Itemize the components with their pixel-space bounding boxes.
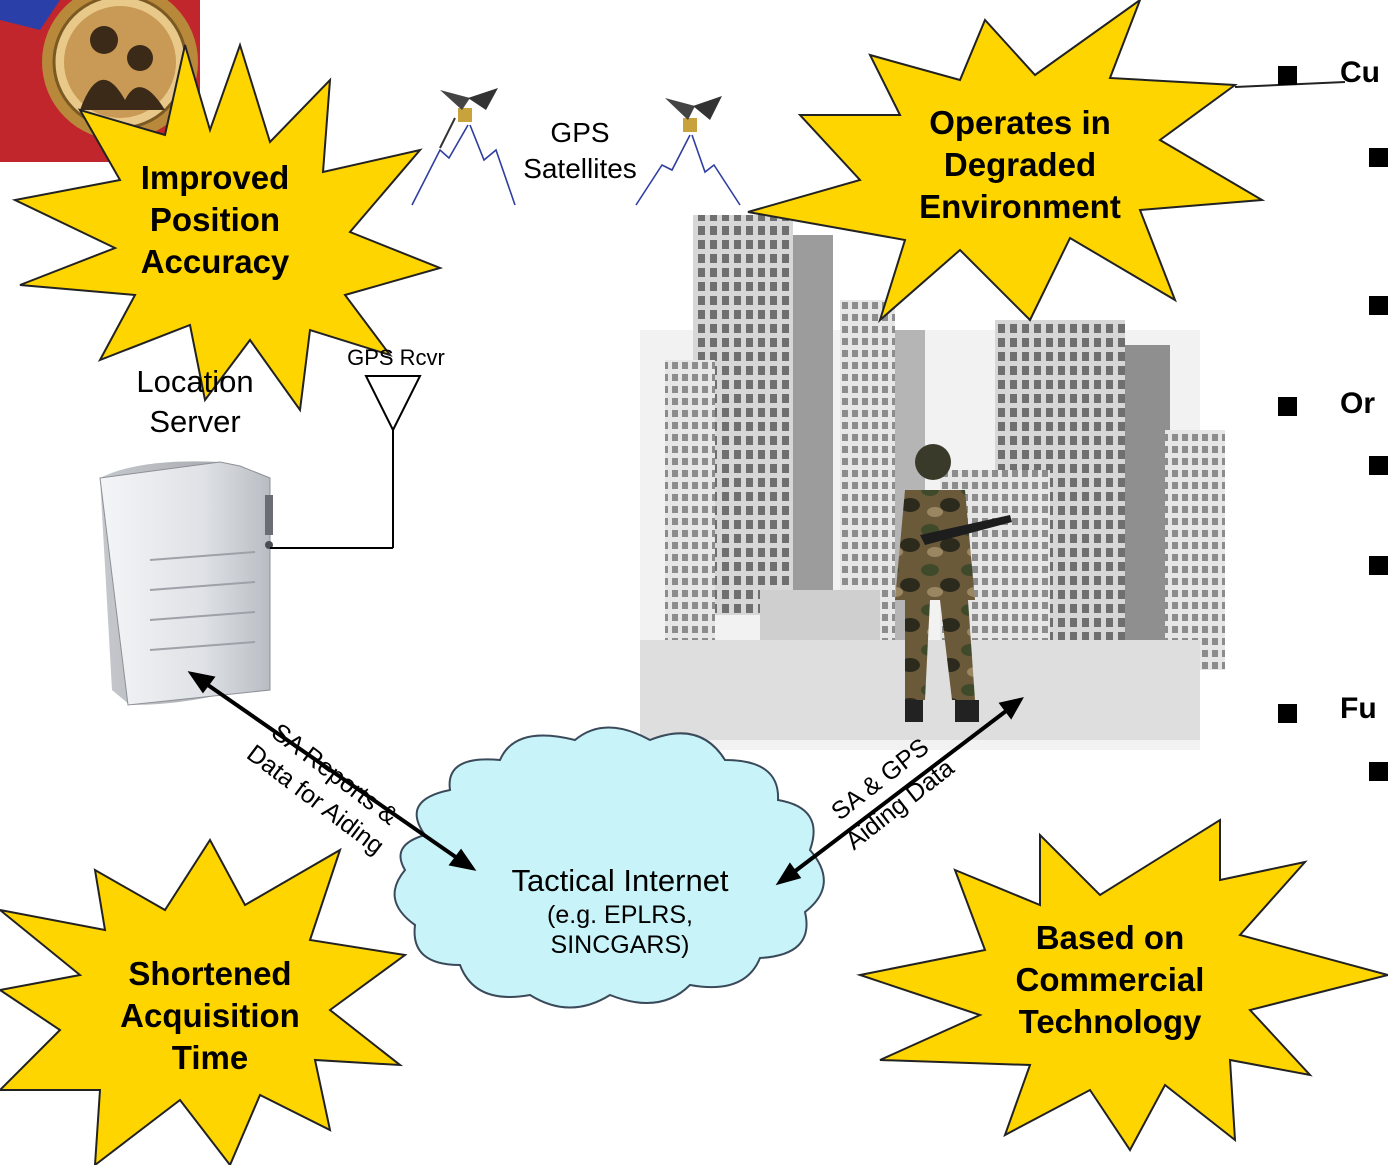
location-server-label-line1: Location [136, 364, 254, 399]
burst-acquisition-time-text: Shortened Acquisition Time [95, 953, 325, 1079]
satellite-icon [665, 96, 722, 132]
link-arrows [187, 671, 1024, 886]
burst-acquisition-time [0, 838, 408, 1165]
burst-position-accuracy [11, 41, 444, 413]
bullet-square-icon [1278, 66, 1297, 85]
bullet-item-1: Cu [1340, 56, 1380, 89]
burst-position-accuracy-line2: Position [149, 201, 281, 238]
city-skyline-image [640, 215, 1225, 750]
burst-degraded-environment-line2: Degraded [943, 146, 1097, 183]
sub-bullet-square-icon [1369, 556, 1388, 575]
tactical-internet-label: Tactical Internet (e.g. EPLRS, SINCGARS) [470, 862, 770, 960]
location-server-label: Location Server [105, 362, 285, 442]
gps-satellites-label-line1: GPS [550, 117, 610, 148]
burst-commercial-technology-text: Based on Commercial Technology [985, 917, 1235, 1043]
sub-bullet-square-icon [1369, 456, 1388, 475]
burst-degraded-environment-line1: Operates in [929, 104, 1111, 141]
satellite-icon [439, 88, 498, 149]
tactical-internet-cloud [393, 726, 825, 1009]
soldier-figure [895, 444, 1012, 722]
tactical-internet-example-1: (e.g. EPLRS, [547, 901, 693, 929]
burst-degraded-environment-text: Operates in Degraded Environment [885, 102, 1155, 228]
burst-acquisition-time-line2: Acquisition [120, 997, 300, 1034]
bullet-square-icon [1278, 704, 1297, 723]
server-tower-icon [99, 461, 273, 706]
tactical-internet-title: Tactical Internet [511, 863, 729, 898]
gps-receiver-label: GPS Rcvr [347, 345, 445, 370]
bullet-square-icon [1278, 397, 1297, 416]
burst-position-accuracy-line3: Accuracy [140, 243, 290, 280]
burst-position-accuracy-line1: Improved [140, 159, 290, 196]
gps-satellites-label-line2: Satellites [523, 153, 637, 184]
burst-commercial-technology-line3: Technology [1018, 1003, 1202, 1040]
burst-degraded-environment-line3: Environment [919, 188, 1121, 225]
emblem-logo [0, 0, 200, 162]
location-server-label-line2: Server [149, 404, 241, 439]
burst-acquisition-time-line3: Time [171, 1039, 249, 1076]
burst-commercial-technology [856, 818, 1388, 1152]
burst-position-accuracy-text: Improved Position Accuracy [105, 157, 325, 283]
burst-acquisition-time-line1: Shortened [128, 955, 292, 992]
sub-bullet-square-icon [1369, 296, 1388, 315]
bullet-item-3: Fu [1340, 692, 1377, 725]
gps-satellites-label: GPS Satellites [505, 115, 655, 187]
burst-degraded-environment [747, 0, 1266, 324]
tactical-internet-example-2: SINCGARS) [550, 931, 690, 959]
sub-bullet-square-icon [1369, 762, 1388, 781]
satellite-signal-lines [411, 124, 741, 206]
burst-commercial-technology-line1: Based on [1035, 919, 1185, 956]
antenna-icon [270, 375, 422, 549]
burst-commercial-technology-line2: Commercial [1015, 961, 1205, 998]
sub-bullet-square-icon [1369, 148, 1388, 167]
bullet-item-2: Or [1340, 387, 1376, 420]
